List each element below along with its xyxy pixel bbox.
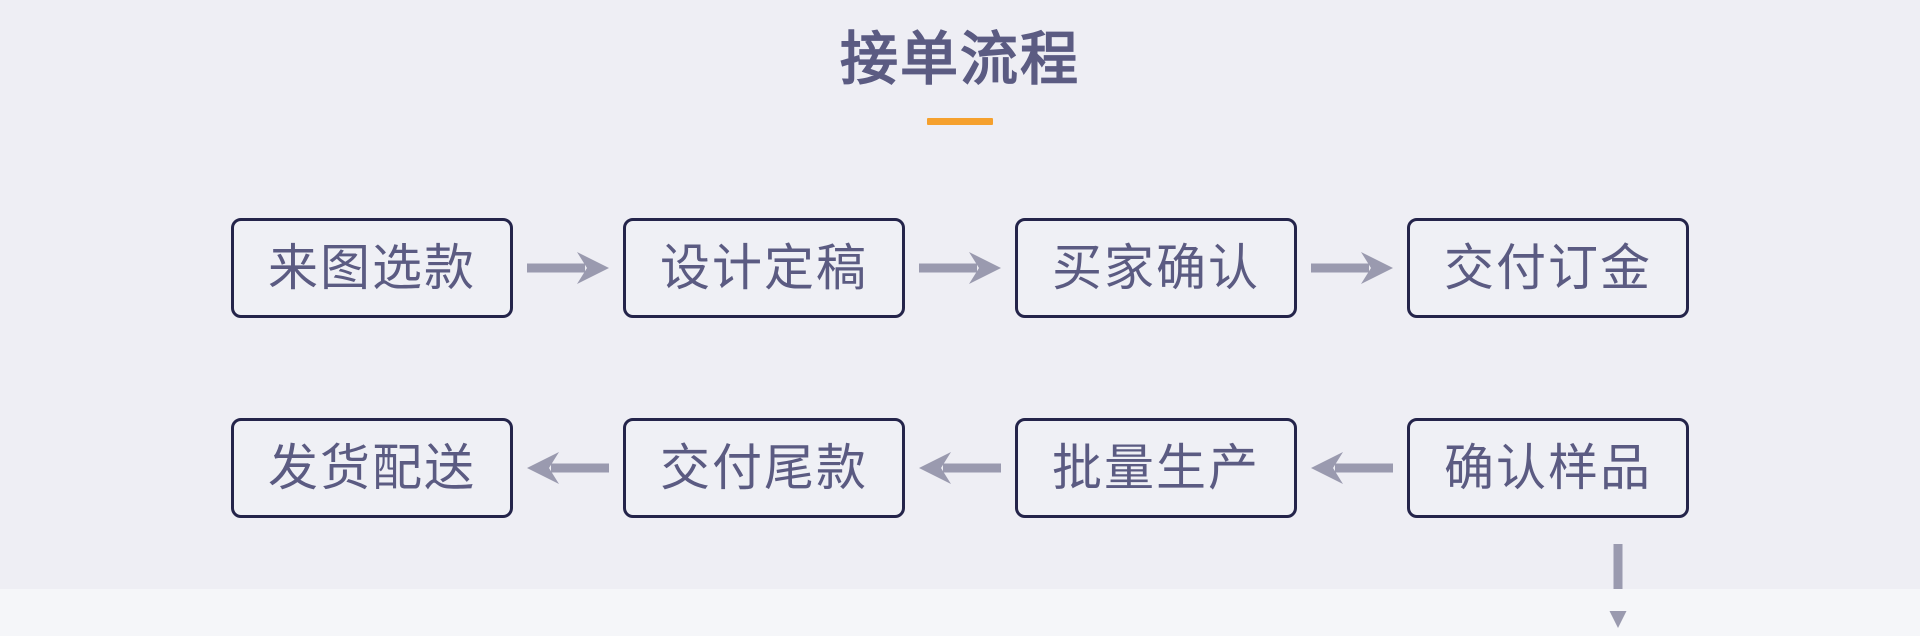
title-accent-rule: [927, 118, 993, 125]
flow-node-ship-deliver[interactable]: 发货配送: [231, 418, 513, 518]
flow-chart: 来图选款 设计定稿 买家确认: [231, 218, 1689, 628]
flow-node-label: 买家确认: [1052, 239, 1260, 297]
flow-node-buyer-confirm[interactable]: 买家确认: [1015, 218, 1297, 318]
arrow-left-icon: [905, 418, 1015, 518]
flow-node-label: 批量生产: [1052, 439, 1260, 497]
flow-node-mass-production[interactable]: 批量生产: [1015, 418, 1297, 518]
flow-node-label: 确认样品: [1444, 439, 1652, 497]
flow-node-label: 来图选款: [268, 239, 476, 297]
arrow-right-icon: [513, 218, 623, 318]
flow-node-pay-balance[interactable]: 交付尾款: [623, 418, 905, 518]
flow-row-2: 发货配送 交付尾款 批量生产: [231, 418, 1689, 518]
bottom-strip: [0, 589, 1920, 611]
arrow-left-icon: [513, 418, 623, 518]
arrow-right-icon: [1297, 218, 1407, 318]
flow-node-label: 发货配送: [268, 439, 476, 497]
flow-node-label: 设计定稿: [660, 239, 868, 297]
flow-node-label: 交付尾款: [660, 439, 868, 497]
arrow-down-icon: [1568, 536, 1668, 636]
flow-node-select-style[interactable]: 来图选款: [231, 218, 513, 318]
arrow-left-icon: [1297, 418, 1407, 518]
page-title-block: 接单流程: [0, 30, 1920, 125]
flow-node-design-final[interactable]: 设计定稿: [623, 218, 905, 318]
arrow-right-icon: [905, 218, 1015, 318]
flow-node-label: 交付订金: [1444, 239, 1652, 297]
page-title: 接单流程: [839, 25, 1080, 93]
diagram-canvas: 接单流程 来图选款 设计定稿: [0, 30, 1920, 628]
flow-node-pay-deposit[interactable]: 交付订金: [1407, 218, 1689, 318]
flow-node-confirm-sample[interactable]: 确认样品: [1407, 418, 1689, 518]
flow-row-1: 来图选款 设计定稿 买家确认: [231, 218, 1689, 318]
